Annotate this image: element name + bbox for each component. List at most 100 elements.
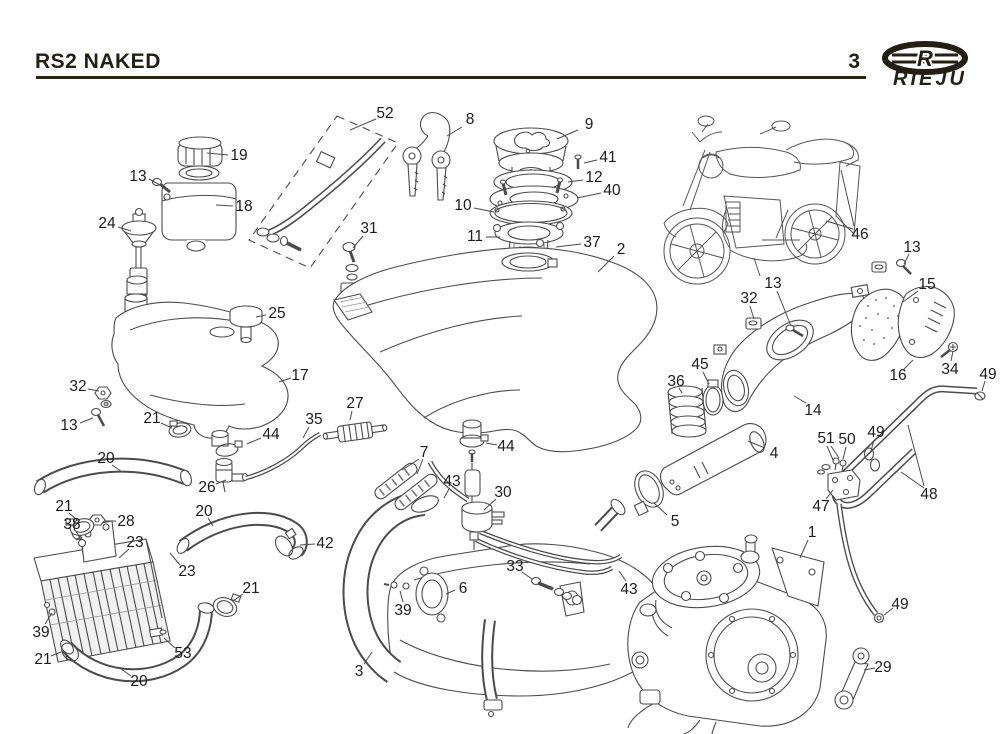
leader-line-29	[863, 667, 876, 671]
part-label-50: 50	[838, 431, 856, 448]
part-label-40: 40	[603, 182, 621, 199]
leader-line-4	[747, 440, 766, 449]
part-label-13: 13	[129, 168, 146, 185]
part-label-33: 33	[506, 558, 523, 575]
leader-line-21	[50, 651, 62, 657]
screw-34	[940, 341, 959, 358]
leader-line-5	[653, 502, 668, 516]
part-label-11: 11	[467, 228, 483, 245]
oil-elbow-26	[215, 457, 249, 493]
part-label-3: 3	[355, 663, 364, 680]
coolant-reservoir-18	[151, 136, 237, 252]
part-label-48: 48	[920, 486, 937, 503]
part-label-41: 41	[599, 149, 616, 166]
leader-line-7	[401, 458, 420, 471]
part-label-28: 28	[117, 513, 134, 530]
leader-line-6	[445, 589, 456, 595]
part-label-46: 46	[851, 226, 868, 243]
part-label-45: 45	[691, 356, 708, 373]
leader-line-43	[443, 488, 450, 499]
leader-line-1	[799, 539, 809, 559]
part-label-32: 32	[740, 290, 757, 307]
part-label-6: 6	[459, 580, 468, 597]
part-label-30: 30	[494, 484, 512, 501]
part-label-44: 44	[262, 426, 280, 443]
part-label-51: 51	[817, 430, 834, 447]
part-label-27: 27	[346, 395, 363, 412]
part-label-47: 47	[812, 498, 829, 515]
leader-line-27	[349, 410, 353, 421]
leader-line-13	[776, 290, 792, 327]
header-rule	[36, 76, 866, 79]
air-duct-14	[713, 284, 870, 413]
oil-tank-17	[90, 275, 289, 457]
leader-line-12	[567, 179, 584, 183]
part-label-38: 38	[63, 516, 80, 533]
coolant-hoses-20	[34, 457, 308, 683]
part-label-35: 35	[305, 411, 322, 428]
leader-line-3	[363, 651, 373, 665]
rubber-strips-7	[374, 462, 438, 511]
leader-line-30	[483, 498, 497, 511]
part-label-1: 1	[808, 524, 817, 541]
part-label-20: 20	[130, 673, 148, 690]
leader-line-49	[870, 439, 875, 452]
part-label-13: 13	[903, 239, 920, 256]
fuel-tap-30	[427, 460, 623, 576]
part-label-42: 42	[316, 535, 333, 552]
leader-line-20	[119, 667, 132, 677]
leader-line-21	[232, 593, 244, 602]
part-label-12: 12	[585, 169, 602, 186]
part-label-53: 53	[174, 645, 191, 662]
leader-line-49	[981, 380, 986, 392]
leader-line-48	[907, 424, 925, 487]
fuel-filter-27	[322, 421, 388, 443]
leader-line-13	[903, 253, 910, 265]
vent-hose-49	[836, 503, 885, 624]
part-label-17: 17	[291, 367, 308, 384]
leader-line-25	[255, 314, 267, 318]
leader-line-40	[576, 192, 602, 199]
part-label-21: 21	[55, 498, 72, 515]
part-label-7: 7	[420, 444, 429, 461]
leader-line-52	[349, 118, 377, 131]
leader-line-47	[825, 489, 834, 500]
leader-line-19	[206, 152, 229, 156]
part-label-21: 21	[143, 410, 160, 427]
part-label-49: 49	[979, 366, 996, 383]
leader-line-34	[950, 350, 954, 362]
leader-line-13	[148, 178, 163, 187]
part-label-18: 18	[235, 198, 252, 215]
keys-8	[402, 111, 451, 201]
leader-line-51	[830, 445, 840, 459]
leader-line-44	[246, 437, 262, 445]
leader-line-46	[840, 169, 855, 227]
leader-line-42	[299, 543, 316, 546]
part-label-39: 39	[394, 602, 411, 619]
brand-wordmark: RIEJU	[893, 68, 967, 90]
leader-line-35	[302, 426, 310, 439]
part-label-26: 26	[198, 479, 215, 496]
part-label-23: 23	[178, 563, 195, 580]
leader-line-32	[87, 388, 100, 392]
part-label-25: 25	[268, 305, 285, 322]
part-label-44: 44	[497, 438, 515, 455]
leader-line-23	[118, 548, 130, 559]
part-label-19: 19	[230, 147, 247, 164]
part-label-10: 10	[454, 197, 472, 214]
part-label-49: 49	[891, 596, 908, 613]
motorcycle-reference-46	[663, 115, 861, 285]
part-label-34: 34	[941, 361, 959, 378]
leader-line-45	[702, 371, 710, 385]
fuel-tank-2	[332, 247, 658, 508]
part-label-29: 29	[874, 659, 891, 676]
part-label-5: 5	[671, 513, 680, 530]
leader-line-17	[278, 377, 292, 383]
leader-line-50	[842, 446, 847, 460]
leader-line-46	[825, 220, 854, 230]
leader-line-37	[555, 243, 582, 248]
lever-29	[834, 647, 870, 710]
part-label-36: 36	[667, 373, 684, 390]
leader-line-39	[44, 612, 53, 625]
